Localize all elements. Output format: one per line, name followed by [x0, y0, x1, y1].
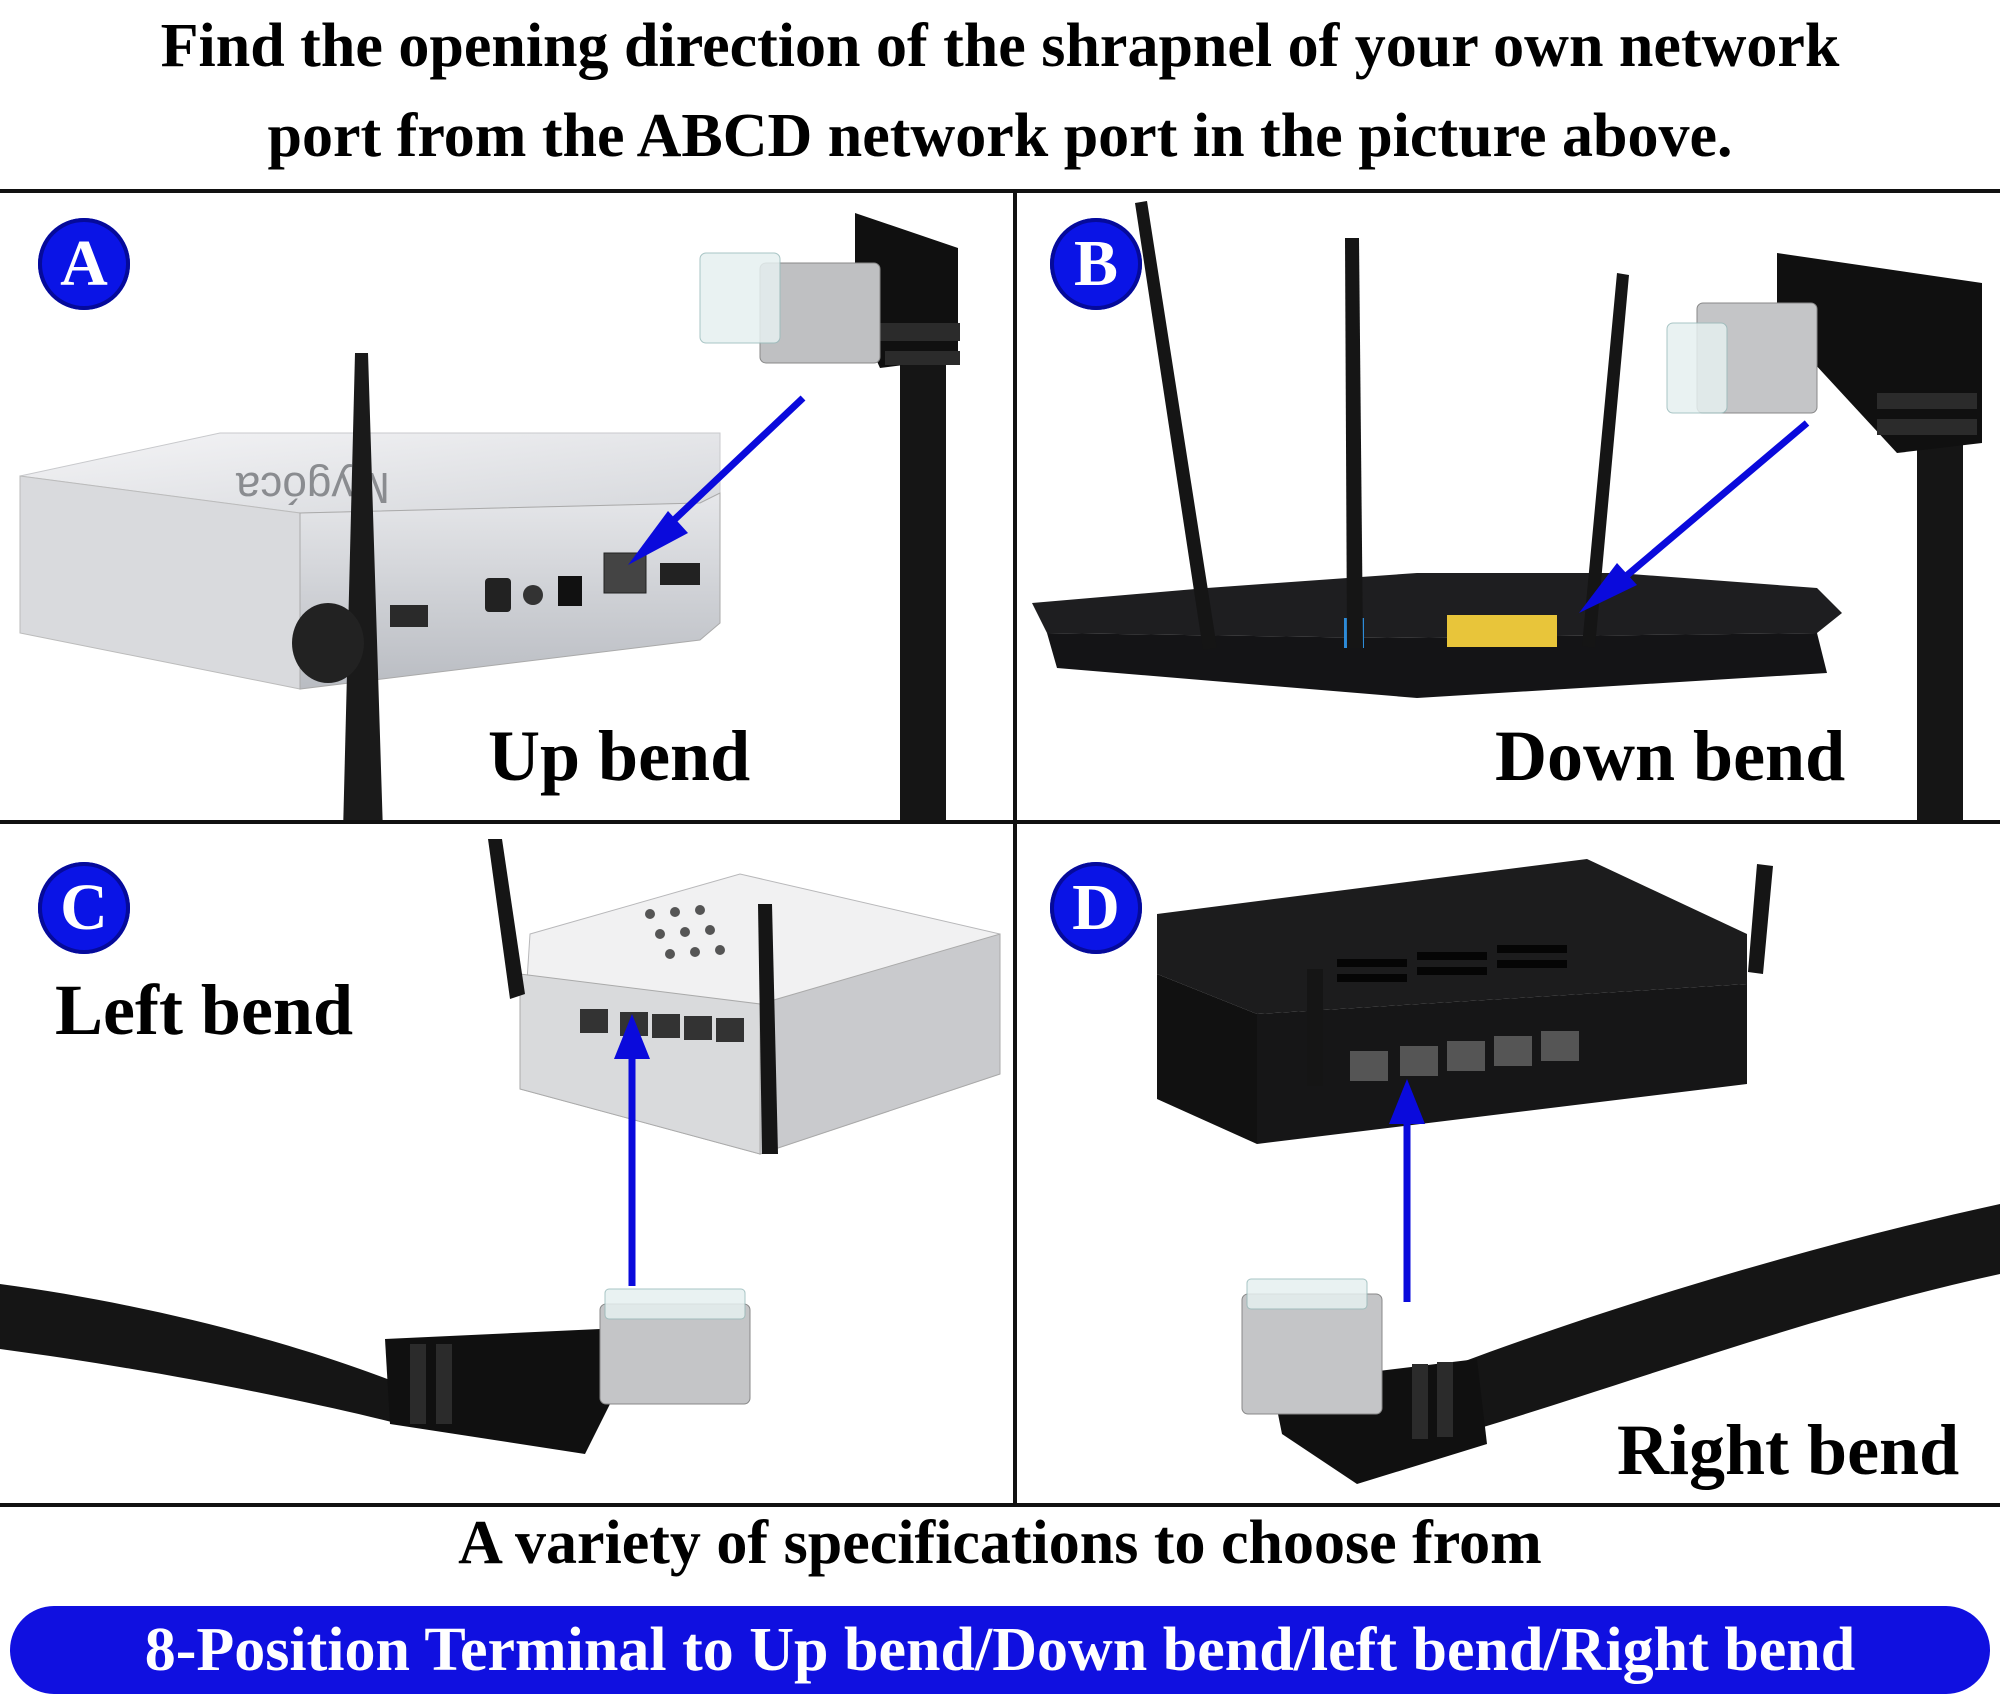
arrow-icon [614, 1014, 650, 1286]
panel-c: C Left bend [0, 824, 1013, 1503]
panel-a-illustration: Mygóca [19, 213, 960, 820]
down-bend-cable-icon [1666, 253, 1982, 820]
left-bend-cable-icon [0, 1284, 751, 1454]
badge-d: D [1050, 862, 1142, 954]
grid-bottom-line [0, 1503, 2000, 1507]
antenna-icon [1135, 201, 1629, 650]
arrow-icon [1579, 420, 1810, 613]
footer-banner-text: 8-Position Terminal to Up bend/Down bend… [144, 1616, 1856, 1684]
power-switch-icon [390, 605, 428, 627]
router-b [1032, 573, 1842, 698]
antenna-icon [1307, 864, 1773, 1086]
panel-d: D Right bend [1017, 824, 2000, 1503]
lan1-port-icon [1400, 1046, 1438, 1076]
panel-a: Mygóca A Up bend [0, 193, 1013, 820]
panel-d-illustration [1157, 859, 2000, 1484]
lan-port-icon [603, 552, 647, 594]
wan-port-icon [580, 1009, 608, 1033]
grid-middle-line [0, 820, 2000, 824]
caption-c: Left bend [55, 970, 354, 1050]
lan-port-2-icon [652, 1014, 680, 1038]
av-out-port-icon [523, 585, 543, 605]
power-jack-icon [485, 578, 511, 612]
header: Find the opening direction of the shrapn… [0, 0, 2000, 190]
panel-b-illustration [1032, 201, 1982, 820]
wan-port-icon [1350, 1051, 1388, 1081]
grid-top-line [0, 189, 2000, 193]
panel-b: B Down bend [1017, 193, 2000, 820]
panel-c-illustration [0, 839, 1001, 1454]
caption-b: Down bend [1495, 716, 1846, 796]
up-bend-cable-icon [699, 213, 960, 820]
caption-a: Up bend [488, 716, 751, 796]
footer-text: A variety of specifications to choose fr… [458, 1509, 1542, 1577]
lan3-port-icon [1494, 1036, 1532, 1066]
optical-port-icon [558, 576, 582, 606]
lan-ports-icon [1447, 615, 1557, 647]
lan4-port-icon [1541, 1031, 1579, 1061]
arrow-icon [628, 395, 806, 565]
router-d [1157, 859, 1747, 1144]
lan-port-4-icon [716, 1018, 744, 1042]
footer-banner: 8-Position Terminal to Up bend/Down bend… [10, 1606, 1990, 1694]
arrow-icon [1389, 1079, 1425, 1302]
lan2-port-icon [1447, 1041, 1485, 1071]
antenna-icon [488, 839, 778, 1154]
badge-a: A [38, 218, 130, 310]
antenna-icon [292, 353, 383, 820]
header-line-1: Find the opening direction of the shrapn… [160, 12, 1840, 80]
lan-port-3-icon [684, 1016, 712, 1040]
right-bend-cable-icon [1241, 1204, 2000, 1484]
badge-b: B [1050, 218, 1142, 310]
caption-d: Right bend [1617, 1410, 1960, 1490]
badge-c: C [38, 862, 130, 954]
hdmi-port-icon [660, 563, 700, 585]
header-line-2: port from the ABCD network port in the p… [267, 102, 1733, 170]
grid-vertical-line [1013, 189, 1017, 1507]
